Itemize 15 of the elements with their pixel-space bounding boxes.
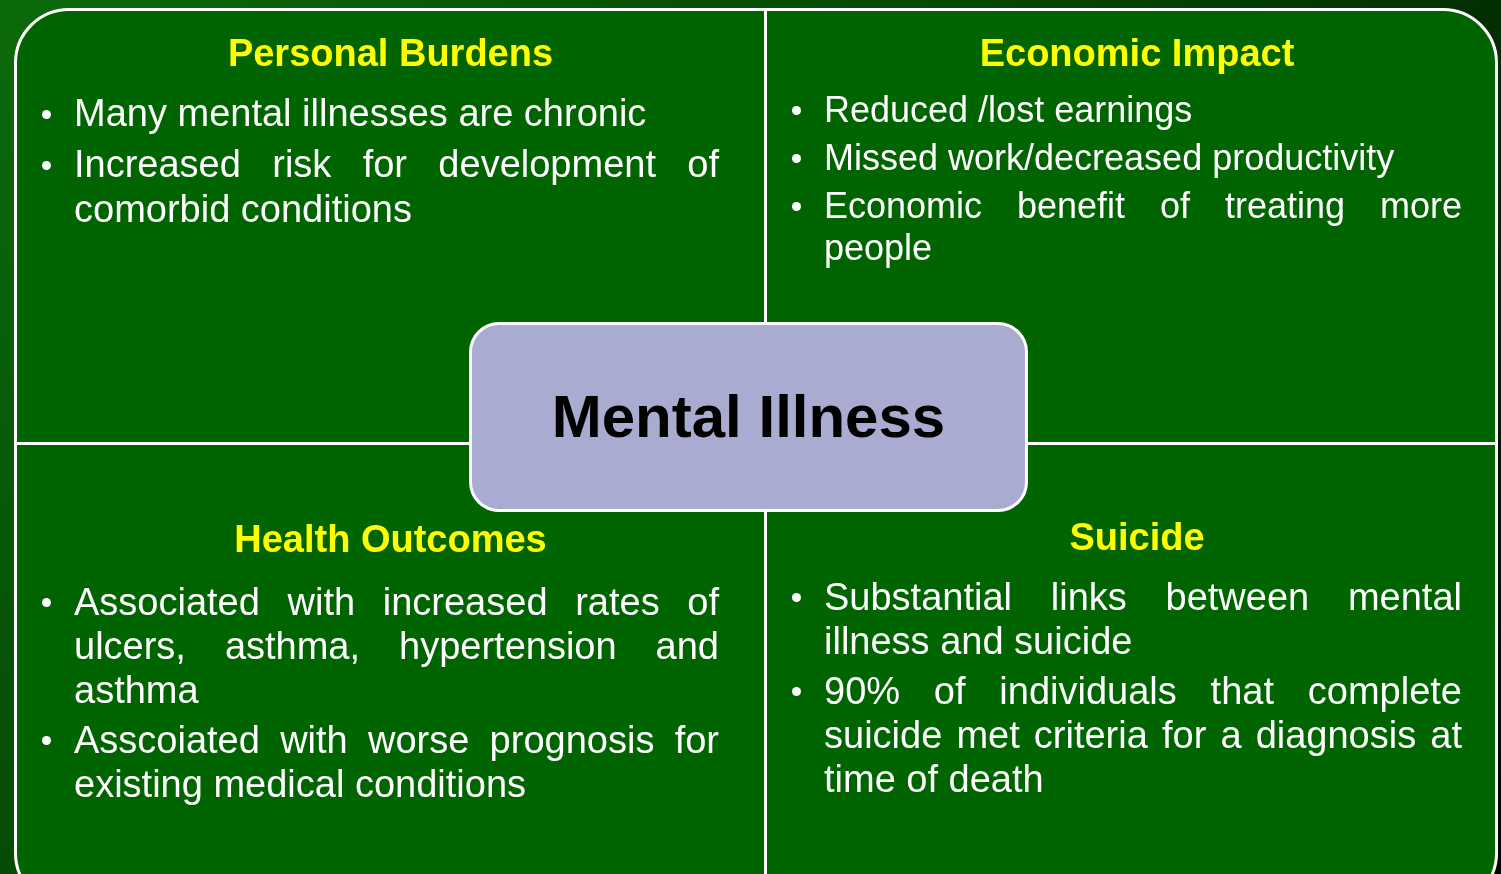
bullet-text: Increased risk for development of comorbid conditions	[74, 142, 719, 232]
center-title: Mental Illness	[551, 382, 946, 452]
section-heading: Economic Impact	[979, 31, 1295, 75]
bullet-text: Economic benefit of treating more people	[824, 185, 1462, 269]
center-box	[469, 322, 1028, 512]
section-heading: Health Outcomes	[234, 517, 547, 561]
section-heading: Suicide	[1069, 515, 1205, 559]
bullet-text: 90% of individuals that complete suicide met criteria for a diagnosis at time of death	[824, 669, 1462, 801]
bullet-text: Asscoiated with worse prognosis for existing medical conditions	[74, 718, 719, 806]
bullet-text: Reduced /lost earnings	[824, 89, 1194, 131]
bullet-text: Associated with increased rates of ulcers, asthma, hypertension and asthma	[74, 580, 719, 712]
bullet-text: Missed work/decreased productivity	[824, 137, 1396, 179]
bullet-text: Substantial links between mental illness and suicide	[824, 575, 1462, 663]
section-heading: Personal Burdens	[227, 31, 554, 75]
bullet-text: Many mental illnesses are chronic	[74, 91, 648, 136]
